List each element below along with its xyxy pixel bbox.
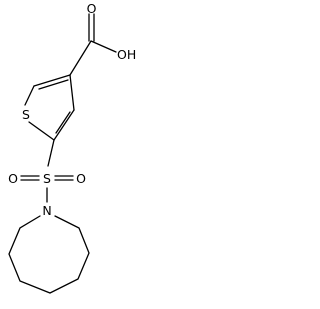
bond-carboxyl-oh xyxy=(90,40,117,53)
thiophene-ring xyxy=(24,74,75,141)
sulfonyl-oxygen-left-label: O xyxy=(8,171,18,186)
bond-c2-s1 xyxy=(24,85,35,106)
bond-s1-c5 xyxy=(28,121,55,141)
bond-c3-c2 xyxy=(33,74,71,87)
bond-c4-c3 xyxy=(69,74,75,111)
azepane-ring xyxy=(8,215,90,294)
sulfonyl-sulfur-label: S xyxy=(43,171,51,186)
atom-labels: O OH S S O O N xyxy=(8,1,136,218)
bond-c3-carboxyl-carbon xyxy=(69,40,92,76)
azepane-ring-bonds xyxy=(8,215,90,294)
bond-c3-c2-inner xyxy=(38,79,69,90)
bond-c5-sulfonyl-s xyxy=(47,139,55,167)
bond-c5-c4-inner xyxy=(55,111,71,134)
ring-sulfur-label: S xyxy=(22,107,30,122)
carboxyl-group xyxy=(69,13,117,76)
azepane-nitrogen-label: N xyxy=(42,203,51,218)
bond-c5-c4 xyxy=(53,109,75,141)
molecule-structure: O OH S S O O N xyxy=(8,1,136,294)
sulfonyl-oxygen-right-label: O xyxy=(76,171,86,186)
carboxyl-oxygen-label: O xyxy=(87,1,97,16)
hydroxyl-label: OH xyxy=(117,47,136,62)
sulfonyl-group xyxy=(20,139,74,203)
